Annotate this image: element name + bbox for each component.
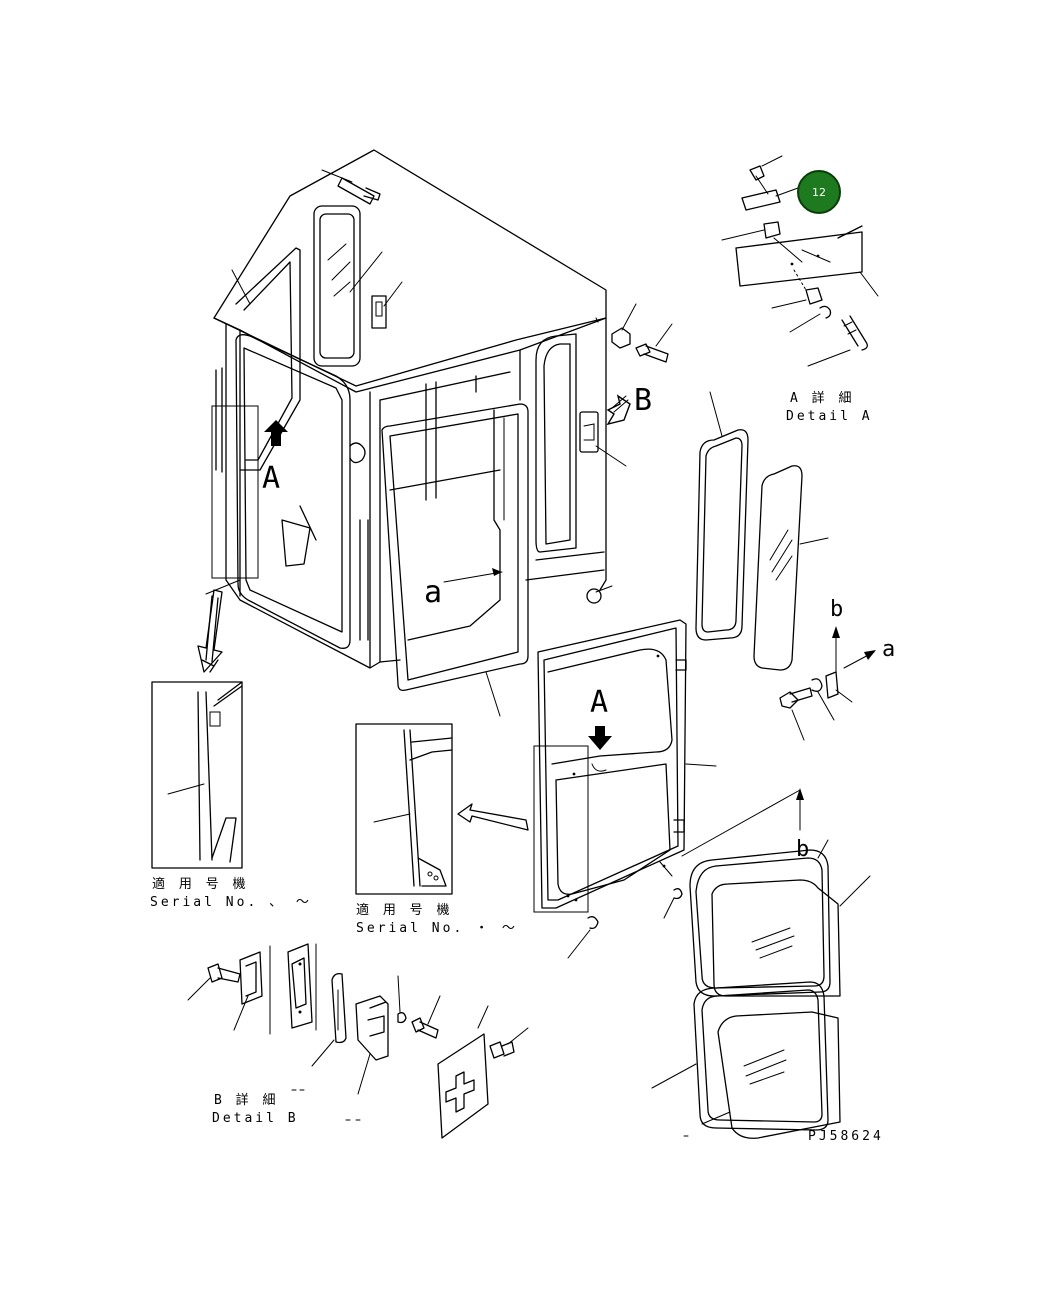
ref-arrow-b-2: b [796, 788, 809, 862]
callout-number[interactable]: 12 [812, 186, 826, 199]
cab-body [213, 149, 607, 669]
callout-badge-12[interactable]: 12 [797, 170, 841, 214]
door-glass-parts [651, 839, 871, 1139]
bolt-set-right [595, 303, 673, 363]
detail-b-title-en: Detail B [212, 1111, 299, 1126]
door-assembly: A [533, 619, 801, 959]
detail-b: B 詳 細 Detail B [187, 943, 529, 1139]
front-window-frame [381, 403, 529, 692]
view-arrow-a-1: A [211, 405, 288, 579]
ref-arrow-a-1: a [424, 568, 503, 610]
serial-1-en: Serial No. 、 ～ [150, 895, 312, 910]
serial-detail-1: 適 用 号 機 Serial No. 、 ～ [150, 579, 312, 910]
detail-a: A 詳 細 Detail A [721, 155, 879, 424]
detail-a-title-en: Detail A [786, 409, 873, 424]
view-arrow-b: B [606, 383, 652, 426]
fastener-detail-b-a: b a [779, 597, 895, 741]
view-label-a-2: A [590, 685, 608, 720]
view-label-a-1: A [262, 461, 280, 496]
drawing-number: PJ58624 [808, 1129, 884, 1144]
ref-label-b-1: b [830, 597, 843, 622]
serial-1-jp: 適 用 号 機 [152, 876, 248, 892]
serial-2-en: Serial No. ・ ～ [356, 921, 518, 936]
serial-detail-2: 適 用 号 機 Serial No. ・ ～ [355, 723, 529, 936]
ref-label-b-2: b [796, 837, 809, 862]
serial-2-jp: 適 用 号 機 [356, 902, 452, 918]
ref-label-a-2: a [882, 637, 895, 662]
ref-label-a-1: a [424, 575, 442, 610]
pointer-arrow-down [197, 589, 223, 673]
callout-circle[interactable] [797, 170, 841, 214]
side-window-glass [695, 391, 829, 671]
detail-b-title-jp: B 詳 細 [214, 1092, 278, 1108]
view-label-b: B [634, 383, 652, 418]
detail-a-title-jp: A 詳 細 [790, 390, 854, 406]
cab-leader-lines [231, 251, 627, 717]
